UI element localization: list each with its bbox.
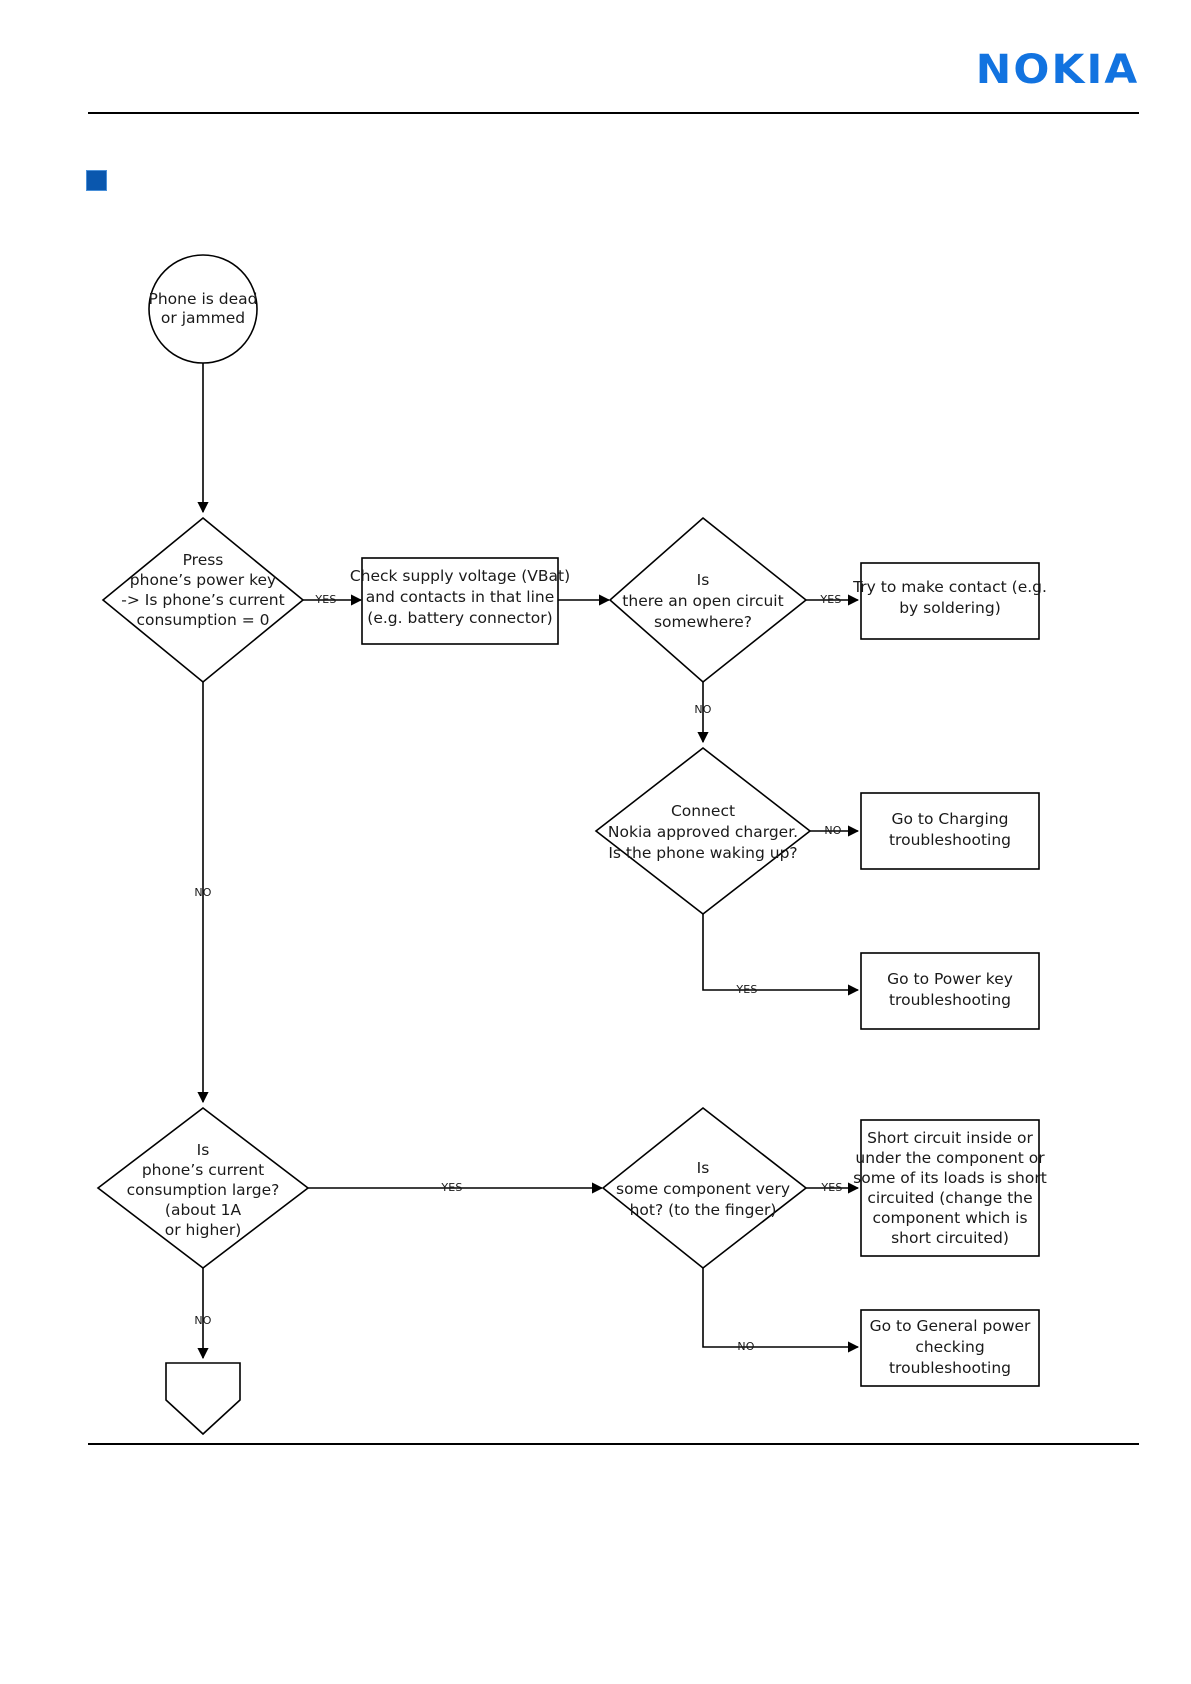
node-d2-line-1: Is (697, 571, 710, 589)
edge-d5-no-to-t5 (702, 1268, 860, 1353)
edge-label-d5-yes: YES (820, 1181, 842, 1194)
node-start-line-2: or jammed (161, 309, 245, 327)
node-t3-line-2: troubleshooting (889, 991, 1011, 1009)
node-t1-line-1: Try to make contact (e.g. (852, 578, 1047, 596)
node-decision-component-hot: Is some component very hot? (to the fing… (601, 1106, 808, 1270)
node-d4-line-2: phone’s current (142, 1161, 264, 1179)
edge-label-d4-no: NO (194, 1314, 211, 1327)
node-t1-line-2: by soldering) (899, 599, 1001, 617)
node-p1-line-3: (e.g. battery connector) (367, 609, 552, 627)
node-process-general-power-checking: Go to General power checking troubleshoo… (860, 1309, 1040, 1387)
edge-d3-yes-to-t3 (702, 914, 860, 996)
header-rule (88, 112, 1139, 114)
node-process-power-key-troubleshooting: Go to Power key troubleshooting (860, 952, 1040, 1030)
node-decision-current-large: Is phone’s current consumption large? (a… (96, 1106, 310, 1270)
node-process-charging-troubleshooting: Go to Charging troubleshooting (860, 792, 1040, 870)
node-d3-line-3: Is the phone waking up? (608, 844, 797, 862)
node-process-make-contact: Try to make contact (e.g. by soldering) (852, 562, 1047, 640)
node-d2-line-2: there an open circuit (622, 592, 783, 610)
edge-label-d3-yes: YES (735, 983, 757, 996)
node-decision-open-circuit: Is there an open circuit somewhere? (608, 516, 808, 684)
node-d1-line-3: -> Is phone’s current (121, 591, 284, 609)
edge-label-d2-no: NO (694, 703, 711, 716)
node-d4-line-3: consumption large? (127, 1181, 280, 1199)
node-decision-connect-charger: Connect Nokia approved charger. Is the p… (594, 746, 812, 916)
node-d3-line-1: Connect (671, 802, 735, 820)
node-p1-line-2: and contacts in that line (366, 588, 555, 606)
node-d1-line-4: consumption = 0 (136, 611, 269, 629)
node-t3-line-1: Go to Power key (887, 970, 1013, 988)
node-process-short-circuit: Short circuit inside or under the compon… (853, 1119, 1047, 1257)
node-t5-line-1: Go to General power (870, 1317, 1031, 1335)
edge-label-d1-yes: YES (314, 593, 336, 606)
node-d4-line-4: (about 1A (165, 1201, 242, 1219)
section-marker-square (86, 170, 107, 191)
node-t2-line-1: Go to Charging (892, 810, 1009, 828)
node-t4-line-1: Short circuit inside or (867, 1129, 1033, 1147)
node-start: Phone is dead or jammed (148, 254, 258, 364)
node-off-page-connector (165, 1362, 241, 1436)
nokia-logo: NOKIA (975, 47, 1139, 93)
node-t2-line-2: troubleshooting (889, 831, 1011, 849)
node-d5-line-1: Is (697, 1159, 710, 1177)
node-t5-line-2: checking (915, 1338, 984, 1356)
node-d3-line-2: Nokia approved charger. (608, 823, 798, 841)
node-d4-line-5: or higher) (165, 1221, 242, 1239)
node-d1-line-2: phone’s power key (130, 571, 276, 589)
node-t4-line-6: short circuited) (891, 1229, 1009, 1247)
footer-rule (88, 1443, 1139, 1445)
edge-label-d4-yes: YES (440, 1181, 462, 1194)
node-d4-line-1: Is (197, 1141, 210, 1159)
node-d2-line-3: somewhere? (654, 613, 752, 631)
node-t4-line-4: circuited (change the (867, 1189, 1032, 1207)
node-t4-line-3: some of its loads is short (853, 1169, 1047, 1187)
node-t5-line-3: troubleshooting (889, 1359, 1011, 1377)
node-d5-line-2: some component very (616, 1180, 790, 1198)
node-start-line-1: Phone is dead (149, 290, 258, 308)
node-process-check-supply-voltage: Check supply voltage (VBat) and contacts… (350, 557, 570, 645)
node-p1-line-1: Check supply voltage (VBat) (350, 567, 570, 585)
node-d5-line-3: hot? (to the finger) (630, 1201, 777, 1219)
edge-label-d1-no: NO (194, 886, 211, 899)
edge-label-d5-no: NO (737, 1340, 754, 1353)
node-t4-line-5: component which is (872, 1209, 1027, 1227)
edge-label-d3-no: NO (824, 824, 841, 837)
node-d1-line-1: Press (183, 551, 224, 569)
node-t4-line-2: under the component or (855, 1149, 1045, 1167)
edge-label-d2-yes: YES (819, 593, 841, 606)
node-decision-power-key: Press phone’s power key -> Is phone’s cu… (101, 516, 305, 684)
